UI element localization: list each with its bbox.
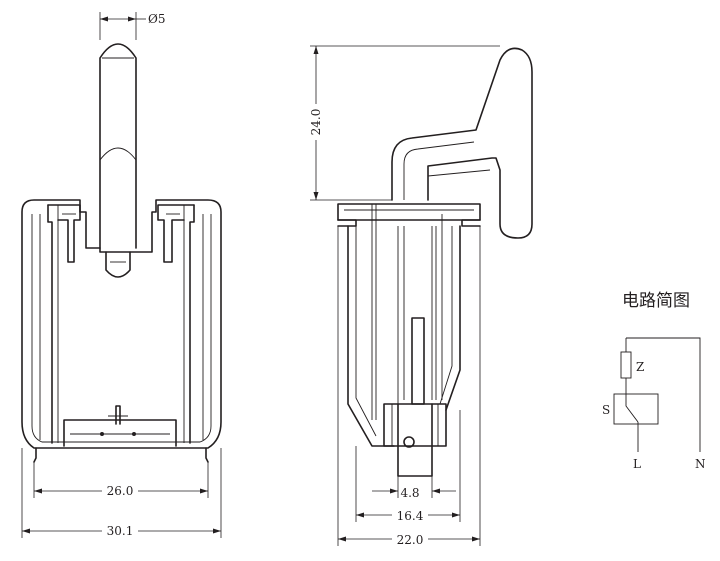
dim-inner-width-front-label: 26.0 bbox=[107, 484, 134, 498]
side-lever bbox=[391, 47, 533, 239]
dim-terminal-width-label: 4.8 bbox=[400, 486, 419, 500]
dim-stem-diameter: Ø5 bbox=[99, 12, 165, 40]
resistor-z bbox=[620, 351, 632, 379]
label-s: S bbox=[602, 403, 610, 417]
front-body-outline bbox=[21, 199, 222, 449]
dim-overall-width-front: 30.1 bbox=[21, 448, 222, 538]
dim-overall-width-side-label: 22.0 bbox=[397, 533, 424, 547]
side-body bbox=[347, 225, 461, 447]
dim-terminal-width: 4.8 bbox=[372, 476, 456, 500]
side-view: 24.0 4.8 16.4 bbox=[308, 45, 533, 547]
side-terminal-block bbox=[383, 403, 447, 447]
dim-lever-height: 24.0 bbox=[308, 45, 500, 201]
dim-terminal-span: 16.4 bbox=[355, 410, 461, 523]
side-body-cap bbox=[337, 203, 481, 221]
label-n: N bbox=[695, 457, 706, 471]
dim-inner-width-front: 26.0 bbox=[33, 462, 209, 498]
front-inner-wall bbox=[31, 214, 212, 443]
switch-s bbox=[613, 393, 659, 425]
circuit-diagram: 电路简图 Z S L N bbox=[602, 291, 706, 471]
dim-terminal-span-label: 16.4 bbox=[397, 509, 424, 523]
front-stem bbox=[99, 43, 137, 249]
circuit-title: 电路简图 bbox=[622, 291, 690, 311]
label-z: Z bbox=[636, 360, 644, 374]
label-l: L bbox=[633, 457, 641, 471]
dim-stem-diameter-label: Ø5 bbox=[148, 12, 165, 26]
dim-lever-height-label: 24.0 bbox=[309, 109, 323, 136]
dim-overall-width-front-label: 30.1 bbox=[107, 524, 134, 538]
dim-overall-width-side: 22.0 bbox=[337, 226, 481, 547]
front-view: Ø5 26.0 30.1 bbox=[21, 12, 222, 538]
circuit-top-wire bbox=[626, 337, 701, 452]
side-terminal-blade bbox=[397, 403, 433, 477]
